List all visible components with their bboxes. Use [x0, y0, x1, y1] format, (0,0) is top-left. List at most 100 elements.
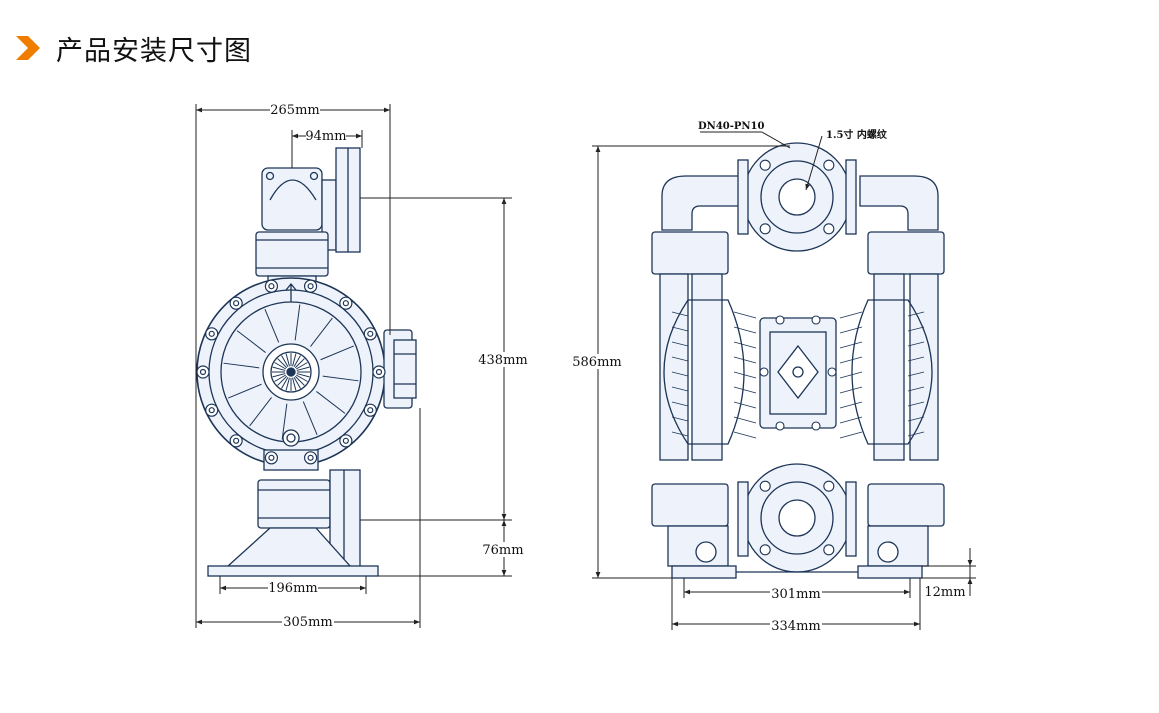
housing-spoke	[322, 375, 359, 382]
section-title: 产品安装尺寸图	[56, 35, 252, 67]
housing-rib	[907, 431, 925, 437]
hub-rib	[274, 374, 287, 382]
housing-spoke	[310, 317, 333, 347]
dim-265: 265mm	[270, 103, 319, 118]
housing-rib	[671, 326, 689, 332]
housing-rib	[907, 341, 925, 347]
housing-rib	[907, 326, 925, 332]
body-bolt	[759, 367, 769, 377]
body-bolt	[775, 315, 785, 325]
housing-rib	[733, 431, 757, 439]
front-view-dimension-labels: 586mm 301mm 334mm 12mm	[572, 354, 966, 634]
housing-bolt-hole	[233, 437, 240, 444]
dim-438: 438mm	[478, 353, 527, 368]
hub-rib	[296, 373, 310, 378]
hub-rib	[293, 376, 301, 389]
housing-rib	[907, 311, 925, 317]
housing-rib	[839, 386, 863, 394]
section-header: 产品安装尺寸图	[14, 30, 252, 67]
housing-rib	[839, 416, 863, 424]
housing-rib	[733, 401, 757, 409]
housing-bolt-hole	[208, 407, 215, 414]
chevron-right-icon	[16, 36, 40, 60]
housing-rib	[907, 401, 925, 407]
housing-spoke	[223, 362, 260, 369]
housing-rib	[733, 326, 757, 334]
side-view-dimension-labels: 265mm 94mm 438mm 76mm 196mm 305mm	[268, 102, 530, 630]
housing-rib	[671, 416, 689, 422]
housing-bolt-hole	[342, 300, 349, 307]
housing-bolt-hole	[375, 368, 383, 376]
flange-bolt	[823, 480, 835, 492]
housing-spoke	[236, 330, 266, 353]
flange-spec-label: DN40-PN10	[698, 121, 764, 132]
dim-76: 76mm	[482, 543, 523, 558]
housing-spoke	[294, 304, 301, 341]
housing-rib	[907, 416, 925, 422]
front-view-flange-bolts	[759, 159, 837, 556]
hub-rib	[281, 355, 289, 368]
housing-rib	[671, 386, 689, 392]
side-view-pump	[196, 147, 417, 577]
front-view-pump	[651, 142, 945, 579]
hub-rib	[293, 355, 301, 368]
housing-bolt-hole	[208, 330, 215, 337]
flange-bolt	[759, 223, 771, 235]
housing-rib	[839, 356, 863, 364]
hub-rib	[277, 375, 288, 386]
housing-rib	[671, 371, 689, 377]
housing-rib	[733, 311, 757, 319]
housing-rib	[839, 431, 863, 439]
hub-rib	[285, 377, 290, 391]
dim-586: 586mm	[572, 355, 621, 370]
housing-bolt-hole	[367, 330, 374, 337]
housing-rib	[839, 371, 863, 379]
housing-rib	[671, 431, 689, 437]
hub-rib	[292, 377, 297, 391]
hub-rib	[296, 366, 310, 371]
hub-rib	[294, 358, 305, 369]
housing-bolt-hole	[342, 437, 349, 444]
housing-bolt-hole	[233, 300, 240, 307]
housing-rib	[839, 326, 863, 334]
hub-rib	[281, 376, 289, 389]
housing-bolt-hole	[268, 283, 275, 290]
housing-rib	[839, 341, 863, 349]
flange-bolt	[823, 159, 835, 171]
hub-rib	[272, 366, 286, 371]
housing-bolt-hole	[367, 407, 374, 414]
hub-rib	[295, 362, 308, 370]
housing-rib	[733, 386, 757, 394]
housing-bolt-hole	[268, 454, 275, 461]
housing-spoke	[264, 309, 280, 343]
housing-bolt-hole	[307, 283, 314, 290]
housing-rib	[671, 401, 689, 407]
front-view-housing-ribs	[671, 311, 925, 439]
housing-bolt-hole	[307, 454, 314, 461]
body-bolt	[811, 421, 821, 431]
hub-rib	[294, 375, 305, 386]
flange-bolt	[759, 159, 771, 171]
housing-rib	[671, 311, 689, 317]
flange-bolt	[823, 223, 835, 235]
housing-spoke	[281, 403, 288, 440]
side-view-bolt-ring	[196, 279, 386, 465]
housing-spoke	[302, 401, 318, 435]
dim-301: 301mm	[771, 587, 820, 602]
housing-spoke	[320, 345, 354, 361]
housing-bolt-hole	[199, 368, 207, 376]
hub-rib	[272, 373, 286, 378]
dim-334: 334mm	[771, 619, 820, 634]
housing-spoke	[228, 383, 262, 399]
housing-spoke	[249, 397, 272, 427]
dim-94: 94mm	[305, 129, 346, 144]
hub-rib	[277, 358, 288, 369]
housing-rib	[733, 341, 757, 349]
body-bolt	[811, 315, 821, 325]
housing-rib	[671, 356, 689, 362]
housing-rib	[907, 371, 925, 377]
dim-305: 305mm	[283, 615, 332, 630]
dim-196: 196mm	[268, 581, 317, 596]
body-bolt	[827, 367, 837, 377]
